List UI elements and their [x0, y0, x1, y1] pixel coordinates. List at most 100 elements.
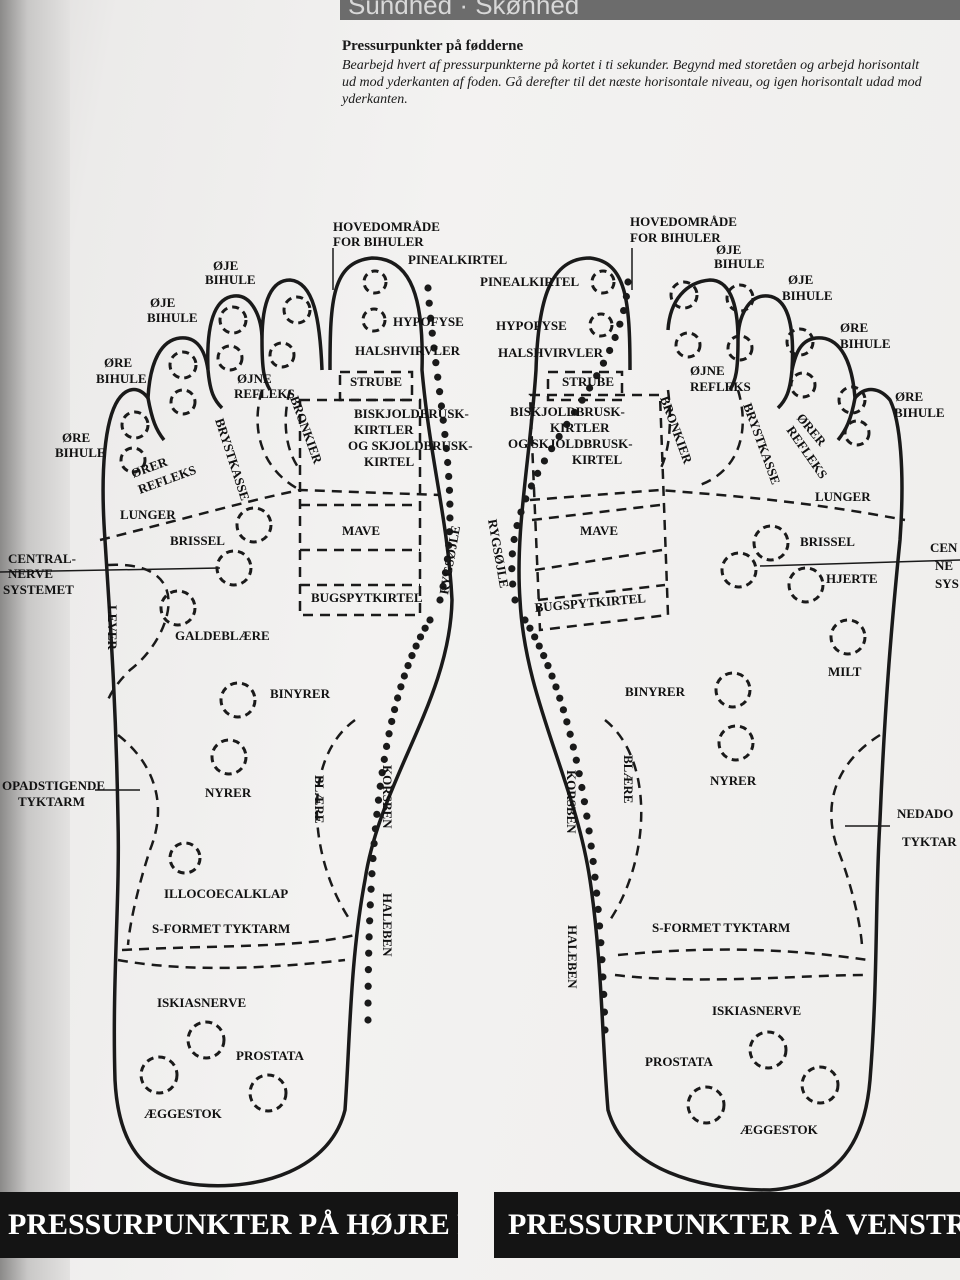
right-foot-caption: PRESSURPUNKTER PÅ HØJRE FOD	[0, 1192, 458, 1258]
label: BRONKIER	[287, 394, 326, 466]
left-zone-bottom	[614, 973, 869, 981]
label: S-FORMET TYKTARM	[152, 921, 290, 936]
point-circle	[235, 506, 273, 544]
label: ILLOCOECALKLAP	[164, 886, 288, 901]
spine-dot	[425, 299, 433, 307]
spine-dot	[426, 616, 434, 624]
label: REFLEKS	[234, 386, 295, 401]
label: BRISSEL	[800, 534, 855, 549]
label: MAVE	[580, 523, 618, 538]
label: MILT	[828, 664, 862, 679]
spine-dot	[508, 565, 516, 573]
label: TYKTAR	[902, 834, 957, 849]
label: SYSTEMET	[3, 582, 74, 597]
spine-dot	[446, 514, 454, 522]
label: BRYSTKASSE	[212, 416, 253, 502]
spine-dot	[385, 730, 393, 738]
label: NYRER	[205, 785, 252, 800]
label: LUNGER	[815, 489, 871, 504]
left-zone-line-2	[534, 548, 663, 572]
label: BINYRER	[625, 684, 686, 699]
point-circle	[159, 589, 197, 627]
spine-dot	[578, 396, 586, 404]
left-toe-2	[728, 339, 740, 391]
spine-dot	[601, 1026, 609, 1034]
label: FOR BIHULER	[333, 234, 424, 249]
spine-dot	[527, 482, 536, 490]
spine-dot	[416, 633, 425, 641]
label: PINEALKIRTEL	[480, 274, 580, 289]
spine-dot	[585, 384, 594, 392]
intro-body: Bearbejd hvert af pressurpunkterne på ko…	[342, 58, 922, 107]
spine-dot	[367, 885, 375, 893]
spine-dot	[445, 541, 453, 549]
spine-dot	[445, 528, 454, 536]
spine-dot	[589, 857, 597, 866]
label: REFLEKS	[690, 379, 751, 394]
spine-dot	[432, 359, 440, 367]
label: FOR BIHULER	[630, 230, 721, 245]
spine-dot	[570, 408, 579, 416]
label: ØJNE	[690, 363, 725, 378]
label: TYKTARM	[18, 794, 85, 809]
label: HALEBEN	[380, 893, 395, 957]
spine-dot	[441, 430, 449, 439]
spine-dot	[599, 359, 608, 367]
spine-dot	[555, 432, 563, 441]
label: BLÆRE	[312, 775, 327, 823]
spine-dot	[606, 346, 614, 355]
label: KORSBEN	[380, 765, 395, 829]
label: BIHULE	[147, 310, 198, 325]
label: HALSHVIRVLER	[355, 343, 461, 358]
label: MAVE	[342, 523, 380, 538]
spine-dot	[594, 905, 602, 914]
spine-dot	[364, 982, 372, 990]
label: HALEBEN	[565, 925, 580, 989]
label: BISKJOLDBRUSK-	[510, 404, 625, 419]
spine-dot	[510, 535, 518, 544]
point-circle	[119, 446, 147, 474]
label: HJERTE	[826, 571, 878, 586]
point-circle	[216, 344, 244, 372]
point-circle	[686, 1085, 726, 1125]
label: OG SKJOLDBRUSK-	[508, 436, 633, 451]
spine-dot	[378, 769, 386, 777]
label: ISKIASNERVE	[712, 1003, 801, 1018]
point-circle	[215, 549, 253, 587]
spine-dot	[593, 372, 601, 380]
right-toe-4	[146, 397, 166, 442]
spine-dot	[544, 662, 552, 670]
left-zone-line-1	[531, 503, 661, 522]
right-zone-bronk	[284, 389, 302, 471]
leader-line	[759, 559, 960, 567]
point-circle	[787, 566, 825, 604]
point-circle	[829, 618, 867, 656]
left-toe-4	[836, 397, 857, 442]
point-circle	[210, 738, 248, 776]
spine-dot	[511, 596, 519, 604]
label: BRYSTKASSE	[740, 401, 783, 487]
point-circle	[726, 334, 754, 362]
right-spine-dots	[364, 284, 454, 1024]
spine-dot	[597, 939, 605, 947]
label: S-FORMET TYKTARM	[652, 920, 790, 935]
spine-dot	[366, 901, 374, 909]
spine-dot	[563, 420, 571, 428]
left-zone-bronk	[658, 389, 672, 471]
label: ØJE	[150, 295, 175, 310]
left-toe-3	[776, 369, 794, 410]
spine-dot	[585, 827, 593, 835]
spine-dot	[591, 873, 599, 881]
leader-line	[0, 567, 221, 573]
right-zone-lunger	[99, 488, 441, 542]
spine-dot	[364, 999, 372, 1007]
spine-dot	[388, 717, 396, 726]
spine-dot	[364, 1016, 372, 1024]
label: KIRTEL	[572, 452, 622, 467]
point-circle	[674, 331, 702, 359]
spine-dot	[374, 796, 383, 804]
spine-dot	[446, 500, 454, 508]
right-foot-labels: HOVEDOMRÅDE FOR BIHULER PINEALKIRTEL HYP…	[2, 219, 508, 1121]
spine-dot	[540, 652, 548, 660]
spine-dot	[600, 1008, 609, 1016]
